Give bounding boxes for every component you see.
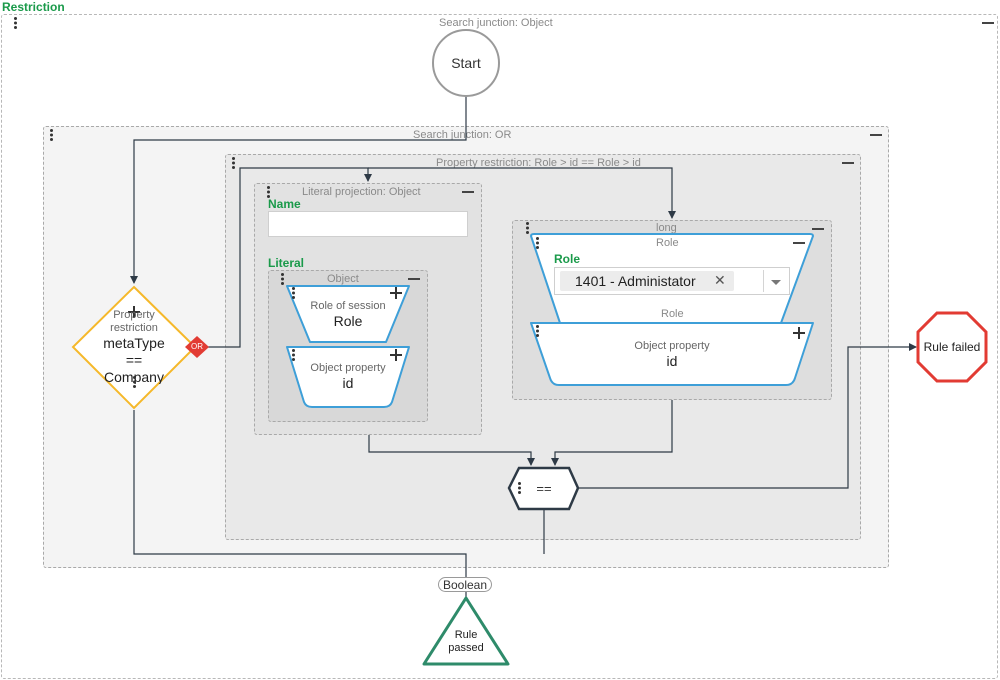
object-property-long-small: Object property [634,340,710,352]
dropdown-arrow-icon[interactable] [771,280,781,285]
object-caption: Object [327,273,359,285]
search-object-caption: Search junction: Object [439,17,553,29]
object-collapse-icon[interactable] [408,278,420,280]
rule-failed-label[interactable]: Rule failed [923,340,981,354]
connector-long-equals [551,400,673,466]
select-divider [763,270,764,292]
role-field-label: Role [554,252,581,266]
boolean-badge: Boolean [438,577,492,592]
long-menu-icon[interactable] [523,222,533,234]
literal-projection-menu-icon[interactable] [264,186,274,198]
search-or-caption: Search junction: OR [413,129,512,141]
object-property-long-big: id [666,353,678,369]
rule-failed-octagon [916,311,988,383]
role-chip-label: 1401 - Administator [575,273,696,289]
rule-passed-line1[interactable]: Rule [454,629,478,641]
object-property-long-menu-icon[interactable] [533,325,543,337]
object-property-long-shape [530,322,814,386]
name-input[interactable] [268,211,468,237]
search-or-menu-icon[interactable] [47,129,57,141]
restriction-title: Restriction [2,0,65,14]
object-property-literal-menu-icon[interactable] [289,349,299,361]
long-collapse-icon[interactable] [812,228,824,230]
or-badge-label[interactable]: OR [191,342,203,351]
connector-diamond-merge [133,410,467,578]
object-menu-icon[interactable] [278,273,288,285]
property-restriction-caption: Property restriction: Role > id == Role … [436,157,641,169]
remove-chip-icon[interactable]: ✕ [714,272,726,288]
object-property-long-add-icon[interactable] [793,327,805,339]
rule-passed-line2[interactable]: passed [448,642,484,654]
rule-passed-triangle [422,596,510,666]
role-chip[interactable]: 1401 - Administator ✕ [560,271,734,291]
role-of-session-small: Role of session [310,300,386,312]
diamond-line2: == [125,352,143,368]
restriction-menu-icon[interactable] [11,17,21,29]
connector-literal-equals [368,435,535,466]
start-label[interactable]: Start [451,55,481,71]
role-of-session-shape [286,285,410,343]
property-restriction-diamond [71,285,197,410]
search-or-collapse-icon[interactable] [870,134,882,136]
long-caption: long [656,222,677,234]
start-node [432,29,500,97]
or-badge-shape [185,336,209,358]
object-property-long-caption: Role [661,308,684,320]
object-property-literal-big: id [342,375,354,391]
diamond-line1: metaType [103,335,165,351]
role-of-session-big: Role [333,313,363,329]
name-label: Name [268,197,301,211]
restriction-container [1,14,998,679]
diamond-menu-icon[interactable] [130,376,140,388]
property-restriction-menu-icon[interactable] [229,157,239,169]
literal-label: Literal [268,256,305,270]
diamond-add-icon[interactable] [128,306,140,318]
object-property-literal-add-icon[interactable] [390,349,402,361]
object-property-literal-small: Object property [310,362,386,374]
connector-equals-failed [578,343,917,489]
equals-hexagon [507,466,580,511]
connector-or-long [368,167,676,219]
role-long-caption: Role [656,237,679,249]
role-long-collapse-icon[interactable] [793,242,805,244]
property-restriction-collapse-icon[interactable] [842,162,854,164]
equals-menu-icon[interactable] [515,482,525,494]
role-long-menu-icon[interactable] [533,237,543,249]
role-of-session-add-icon[interactable] [390,287,402,299]
connector-start-diamond [130,96,467,284]
connector-or-literal [208,167,372,348]
equals-label[interactable]: == [536,481,552,496]
role-select[interactable]: 1401 - Administator ✕ [554,267,790,295]
role-of-session-menu-icon[interactable] [289,287,299,299]
literal-projection-caption: Literal projection: Object [302,186,421,198]
diamond-small-line2: restriction [110,322,158,334]
restriction-collapse-icon[interactable] [982,22,994,24]
object-property-literal-shape [286,346,410,408]
diamond-small-line1: Property [113,309,155,321]
literal-projection-collapse-icon[interactable] [462,191,474,193]
